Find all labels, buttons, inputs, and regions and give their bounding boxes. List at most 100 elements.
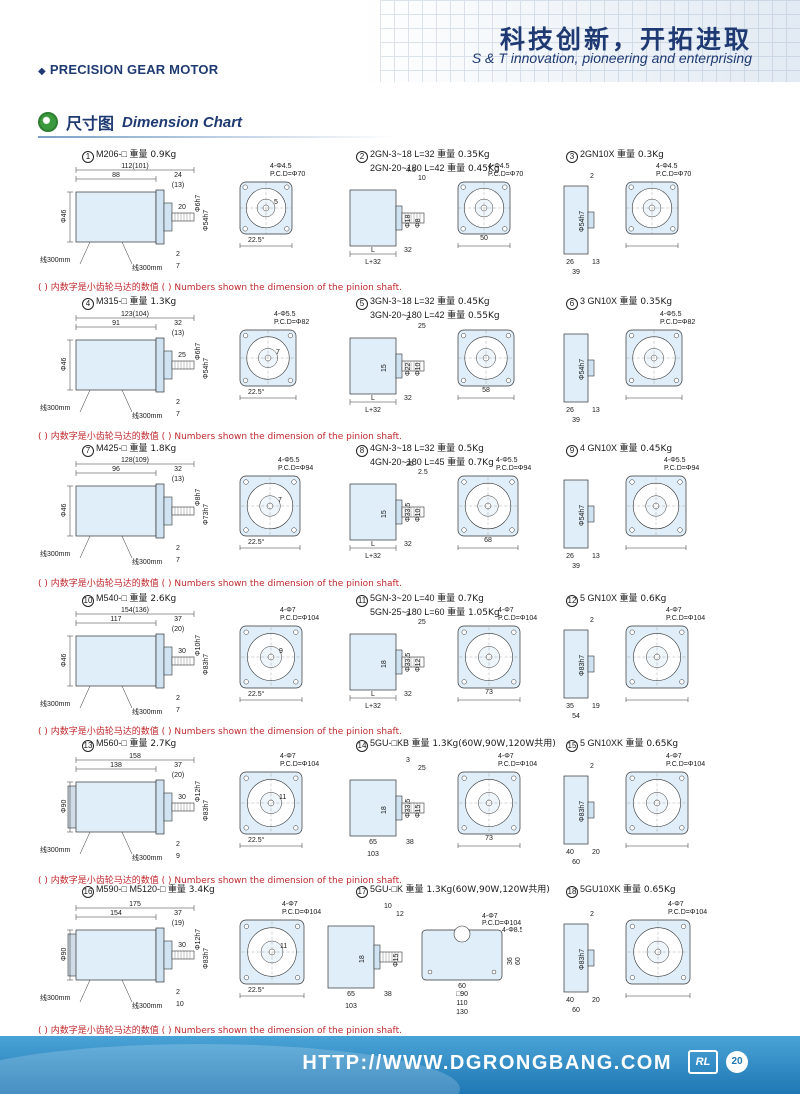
dimension-label: L+32 xyxy=(365,407,381,414)
dimension-label: 32 xyxy=(404,541,412,548)
dimension-label: Φ54h7 xyxy=(203,210,210,231)
gearhead-front-view: 4-Φ5.5P.C.D=Φ94□80 xyxy=(625,457,699,550)
dimension-label: 4-Φ7 xyxy=(666,607,682,614)
dimension-label: Φ54h7 xyxy=(203,358,210,379)
section-title: 尺寸图 Dimension Chart xyxy=(38,110,242,134)
dimension-label: 25 xyxy=(418,619,426,626)
dimension-label: 32 xyxy=(174,320,182,327)
dimension-label: L xyxy=(371,395,375,402)
dimension-label: 4-Φ7 xyxy=(280,753,296,760)
item-model: 5GU10XK xyxy=(580,884,621,894)
item-model-alt: 5GN-25~180 L=60 xyxy=(370,607,445,617)
dimension-label: 4-Φ5.5 xyxy=(664,457,686,464)
dimension-label: Φ73h7 xyxy=(203,504,210,525)
dimension-label: 26 xyxy=(566,407,574,414)
dimension-label: 39 xyxy=(572,269,580,276)
website-link[interactable]: HTTP://WWW.DGRONGBANG.COM xyxy=(302,1052,672,1074)
dimension-label: 20 xyxy=(592,849,600,856)
pinion-note: ( ) 内数字是小齿轮马达的数值 ( ) Numbers shown the d… xyxy=(38,727,402,737)
item-model: 5 GN10XK xyxy=(580,738,624,748)
dimension-label: 128(109) xyxy=(121,457,149,464)
dimension-label: 88 xyxy=(112,172,120,179)
item-model: 4 GN10X xyxy=(580,443,618,453)
item-weight-alt: 重量 0.7Kg xyxy=(447,458,494,468)
dimension-label: (13) xyxy=(172,330,184,337)
pinion-note: ( ) 内数字是小齿轮马达的数值 ( ) Numbers shown the d… xyxy=(38,1026,402,1036)
gearhead-front-view: 4-Φ5.5P.C.D=Φ94□8068 xyxy=(457,457,531,550)
dimension-label: 2 xyxy=(590,617,594,624)
dimension-label: Φ90 xyxy=(61,800,68,813)
dimension-label: 38 xyxy=(406,839,414,846)
dimension-label: 110 xyxy=(456,1000,467,1007)
dimension-label: 58 xyxy=(482,387,490,394)
header-grid-pattern xyxy=(380,0,800,82)
item-weight: 重量 0.6Kg xyxy=(619,594,667,604)
item-number-badge: 4 xyxy=(82,298,94,310)
dimension-label: 2 xyxy=(176,545,180,552)
gearhead-front-view: 4-Φ4.5P.C.D=Φ70□6050 xyxy=(457,163,523,248)
dimension-label: 60 xyxy=(572,1007,580,1014)
dimension-label: Φ10 xyxy=(415,509,422,522)
dimension-label: 2 xyxy=(176,251,180,258)
dimension-label: 10 xyxy=(418,175,426,182)
dimension-label: 9 xyxy=(176,853,180,860)
dimension-label: 65 xyxy=(347,991,355,998)
pinion-note: ( ) 内数字是小齿轮马达的数值 ( ) Numbers shown the d… xyxy=(38,432,402,442)
item-model: 4GN-3~18 L=32 xyxy=(370,443,435,453)
item-model-alt: 2GN-20~180 L=42 xyxy=(370,163,445,173)
gearhead-front-view: 4-Φ7P.C.D=Φ104□90 xyxy=(625,607,705,702)
dimension-label: 19 xyxy=(592,703,600,710)
dimension-label: 25 xyxy=(418,765,426,772)
item-model-alt: 4GN-20~180 L=45 xyxy=(370,457,445,467)
section-title-en: Dimension Chart xyxy=(122,113,243,131)
dimension-label: P.C.D=Φ104 xyxy=(280,761,319,768)
dimension-label: 22.5° xyxy=(248,986,265,994)
item-number-badge: 15 xyxy=(566,740,578,752)
dimension-label: 2 xyxy=(590,911,594,918)
item-model: 5GU-□K xyxy=(370,884,403,894)
dimension-label: 7 xyxy=(278,497,282,504)
dimension-label: 2 xyxy=(176,989,180,996)
dimension-label: Φ54h7 xyxy=(579,505,586,526)
dimension-label: (13) xyxy=(172,182,184,189)
item-weight: 重量 0.5Kg xyxy=(437,444,484,454)
dimension-label: 26 xyxy=(566,259,574,266)
dimension-label: 117 xyxy=(110,616,121,623)
dimension-label: Φ83h7 xyxy=(203,654,210,675)
item-number-badge: 5 xyxy=(356,298,368,310)
item-model: 3 GN10X xyxy=(580,296,618,306)
lead-wire-label: 线300mm xyxy=(132,263,163,272)
dimension-label: Φ83h7 xyxy=(579,801,586,822)
dimension-label: □90 xyxy=(456,991,468,998)
dimension-label: Φ33.5 xyxy=(405,503,412,522)
dimension-label: P.C.D=Φ82 xyxy=(660,319,695,326)
dimension-label: (13) xyxy=(172,476,184,483)
dimension-label: 2.5 xyxy=(418,469,428,476)
dimension-label: 65 xyxy=(369,839,377,846)
dimension-label: Φ90 xyxy=(61,948,68,961)
dimension-label: L xyxy=(371,247,375,254)
dimension-label: Φ12h7 xyxy=(195,781,202,802)
dimension-label: 4-Φ5.5 xyxy=(274,311,296,318)
dimension-label: 154 xyxy=(110,910,122,917)
dimension-label: 112(101) xyxy=(121,163,149,170)
dimension-label: (20) xyxy=(172,772,184,779)
slogan-english: S & T innovation, pioneering and enterpr… xyxy=(471,50,752,66)
